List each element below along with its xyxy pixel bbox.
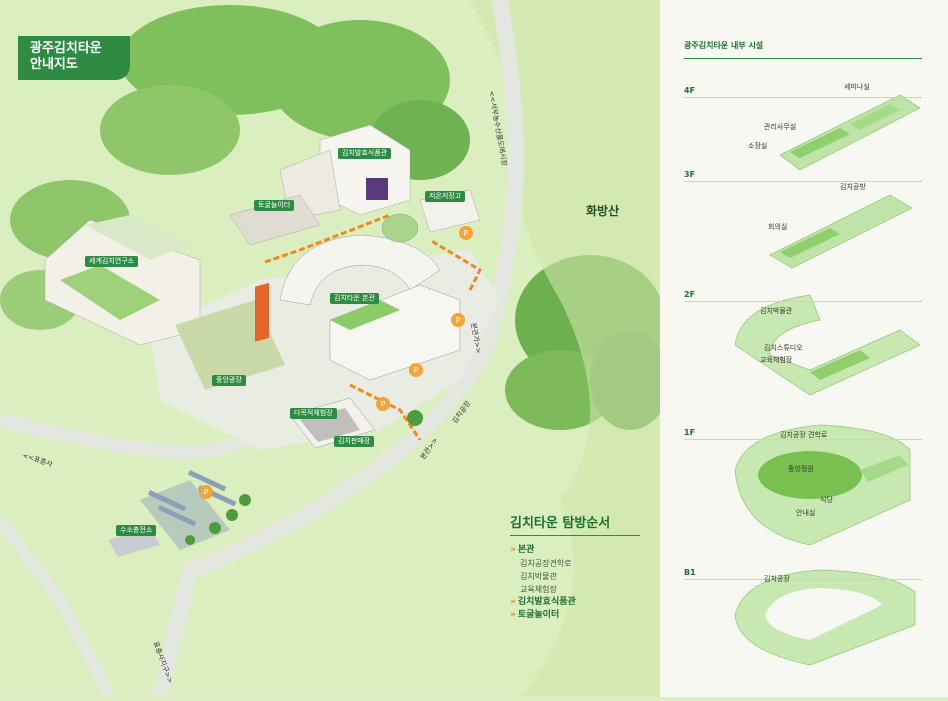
floor-1f-plan [734, 424, 911, 546]
room-label: 회의실 [768, 223, 788, 231]
room-label: 김치공장 견학로 [780, 431, 828, 439]
floor-3f-plan [769, 194, 913, 269]
tour-arrow-icon: » [510, 610, 516, 620]
room-label: 안내실 [796, 509, 816, 517]
room-label: 김치스튜디오 [764, 344, 803, 352]
world-kimchi-institute-building [44, 215, 201, 346]
facilities-panel: 광주김치타운 내부 시설 4F 세미나실 [660, 0, 948, 697]
room-label: 김치공방 [840, 183, 866, 191]
parking-icon: P [381, 400, 386, 409]
tour-arrow-icon: » [510, 597, 516, 607]
parking-icons [199, 226, 473, 499]
parking-icon: P [464, 229, 469, 238]
floor-1f-label: 1F [684, 428, 696, 437]
trees [185, 410, 423, 545]
tour-sub-item: 교육체험장 [520, 585, 557, 594]
forest-north [100, 5, 470, 180]
floor-2f-label: 2F [684, 290, 696, 299]
map-title-line1: 광주김치타운 [30, 41, 102, 56]
label-fermented-food-hall[interactable]: 김치발효식품관 [338, 148, 392, 159]
floor-2f-plan [734, 294, 921, 396]
label-kimchi-store[interactable]: 김치판매장 [334, 436, 375, 447]
tour-sub-item: 김치박물관 [520, 572, 557, 581]
tour-route-legend: 김치타운 탐방순서 »본관 김치공장견학로 김치박물관 교육체험장 »김치발효식… [510, 512, 640, 622]
main-hall-accent-orange [255, 282, 269, 342]
room-label: 세미나실 [844, 83, 870, 91]
room-label: 소장실 [748, 142, 768, 150]
tour-item-label: 토굴놀이터 [517, 610, 560, 620]
label-central-plaza[interactable]: 중앙광장 [212, 375, 246, 386]
tour-item-main-hall: »본관 [510, 544, 640, 557]
tour-route [264, 213, 482, 441]
tour-title: 김치타운 탐방순서 [510, 516, 611, 531]
room-label: 관리사무실 [764, 123, 797, 131]
map-illustration: P P P P P [0, 0, 670, 700]
parking-icon: P [414, 366, 419, 375]
label-world-kimchi-institute[interactable]: 세계김치연구소 [85, 256, 139, 267]
tour-item-label: 본관 [517, 545, 535, 555]
room-label: 중앙정원 [788, 465, 814, 473]
room-label: 식당 [820, 496, 833, 504]
tour-divider [510, 535, 640, 536]
label-cold-storage[interactable]: 저온저장고 [425, 191, 466, 202]
label-kimchi-town-main[interactable]: 김치타운 본관 [330, 293, 379, 304]
floor-4f-plan [779, 94, 921, 171]
panel-title: 광주김치타운 내부 시설 [684, 41, 764, 50]
tour-item-fermented-hall: »김치발효식품관 [510, 596, 640, 609]
floor-3f-divider [684, 181, 922, 182]
panel-divider [684, 58, 922, 59]
label-experience-hall[interactable]: 다목적체험장 [290, 408, 337, 419]
floor-3f-label: 3F [684, 170, 696, 179]
room-label: 김치박물관 [760, 307, 793, 315]
map-title-line2: 안내지도 [30, 57, 78, 72]
floor-plans [734, 94, 921, 666]
tour-item-toguel: »토굴놀이터 [510, 609, 640, 622]
floor-b1-label: B1 [684, 568, 696, 577]
tour-arrow-icon: » [510, 545, 516, 555]
floor-b1-plan [734, 569, 916, 666]
tour-item-label: 김치발효식품관 [517, 597, 576, 607]
parking-icon: P [204, 488, 209, 497]
floor-b1-divider [684, 579, 922, 580]
floor-4f-divider [684, 97, 922, 98]
floor-1f-divider [684, 439, 922, 440]
main-hall-building [279, 213, 461, 381]
parking-icon: P [456, 316, 461, 325]
floor-2f-divider [684, 301, 922, 302]
label-hydrogen-station[interactable]: 수소충전소 [116, 525, 157, 536]
room-label: 교육체험장 [760, 356, 793, 364]
mountain-label: 화방산 [586, 204, 620, 218]
tour-sub-item: 김치공장견학로 [520, 559, 572, 568]
room-label: 김치공장 [764, 575, 790, 583]
label-toguel-playground[interactable]: 토굴놀이터 [254, 200, 295, 211]
floor-4f-label: 4F [684, 86, 696, 95]
map-title: 광주김치타운 안내지도 [18, 36, 130, 80]
